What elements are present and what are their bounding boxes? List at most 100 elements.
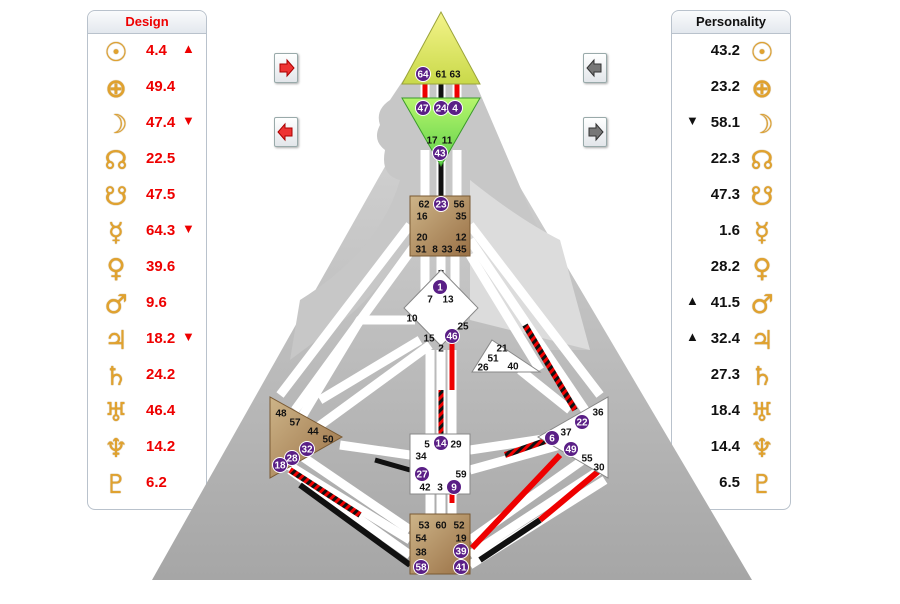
design-row-north-node: ☊22.5 [88,143,206,179]
personality-row-mars: ♂41.5▲ [672,287,790,323]
gate-number: 62 [418,200,430,211]
gate-number: 39 [455,547,467,558]
design-next-button[interactable] [274,53,298,83]
earth-icon: ⊕ [751,74,773,104]
gate-7: 7 [427,295,433,306]
personality-row-sun: ☉43.2 [672,35,790,71]
gate-number: 29 [450,440,462,451]
gate-36: 36 [592,408,604,419]
personality-row-pluto: ♇6.5 [672,467,790,503]
gate-60: 60 [435,521,447,532]
arrow-down-icon: ▼ [182,113,195,128]
personality-row-moon: ☽58.1▼ [672,107,790,143]
gate-55: 55 [581,454,593,465]
gate-number: 33 [441,245,453,256]
mars-icon: ♂ [750,290,774,320]
gate-number: 25 [457,322,469,333]
gate-number: 56 [453,200,465,211]
design-row-saturn: ♄24.2 [88,359,206,395]
gate-57: 57 [289,418,301,429]
gate-18: 18 [272,457,288,473]
design-gate-value: 6.2 [146,474,167,491]
gate-number: 20 [416,233,428,244]
gate-24: 24 [433,100,449,116]
gate-52: 52 [453,521,465,532]
solar-plexus-center [537,396,609,479]
g-center [403,269,479,347]
gate-number: 17 [426,136,438,147]
gate-4: 4 [447,100,463,116]
design-row-earth: ⊕49.4 [88,71,206,107]
gate-15: 15 [423,334,435,345]
gate-number: 18 [274,461,286,472]
neptune-icon: ♆ [104,434,128,464]
personality-prev-button[interactable] [583,53,607,83]
gate-number: 41 [455,563,467,574]
gate-number: 4 [452,104,458,115]
personality-gate-value: 58.1 [710,114,740,131]
personality-gate-value: 28.2 [710,258,740,275]
gate-number: 45 [455,245,467,256]
personality-gate-value: 27.3 [710,366,740,383]
gate-number: 53 [418,521,430,532]
arrow-right-icon [279,58,295,78]
gate-number: 38 [415,548,427,559]
gate-number: 35 [455,212,467,223]
design-gate-value: 4.4 [146,42,167,59]
gate-number: 30 [593,463,605,474]
gate-45: 45 [455,245,467,256]
gate-21: 21 [496,344,508,355]
gate-number: 13 [442,295,454,306]
gate-13: 13 [442,295,454,306]
gate-1: 1 [432,279,448,295]
gate-number: 63 [449,70,461,81]
design-gate-value: 22.5 [146,150,176,167]
gate-6: 6 [544,430,560,446]
gate-63: 63 [449,70,461,81]
personality-row-south-node: ☋ 47.3 [672,179,790,215]
jupiter-icon: ♃ [104,326,128,356]
gate-62: 62 [418,200,430,211]
north-node-icon: ☊ [750,146,774,176]
south-node-icon: ☋ [750,182,774,212]
gate-17: 17 [426,136,438,147]
uranus-icon: ♅ [750,398,774,428]
mercury-icon: ☿ [108,218,124,248]
design-prev-button[interactable] [274,117,298,147]
gate-46: 46 [444,328,460,344]
gate-41: 41 [453,559,469,575]
personality-gate-value: 47.3 [710,186,740,203]
gate-16: 16 [416,212,428,223]
personality-gate-value: 18.4 [710,402,740,419]
design-row-moon: ☽47.4▼ [88,107,206,143]
gate-31: 31 [415,245,427,256]
gate-number: 11 [442,136,453,147]
gate-47: 47 [415,100,431,116]
arrow-down-icon: ▼ [182,221,195,236]
gate-number: 44 [307,427,319,438]
moon-icon: ☽ [750,110,774,140]
personality-row-earth: ⊕23.2 [672,71,790,107]
design-row-mercury: ☿64.3▼ [88,215,206,251]
design-row-sun: ☉4.4▲ [88,35,206,71]
design-row-venus: ♀39.6 [88,251,206,287]
design-row-jupiter: ♃18.2▼ [88,323,206,359]
gate-34: 34 [415,452,427,463]
personality-gate-value: 32.4 [710,330,740,347]
design-gate-value: 49.4 [146,78,176,95]
design-row-south-node: ☋47.5 [88,179,206,215]
personality-next-button[interactable] [583,117,607,147]
pluto-icon: ♇ [750,470,774,500]
gate-number: 24 [435,104,447,115]
gate-number: 19 [455,534,467,545]
arrow-up-icon: ▲ [686,329,699,344]
gate-number: 8 [432,245,438,256]
design-gate-value: 39.6 [146,258,176,275]
gate-number: 10 [406,314,418,325]
gate-number: 57 [289,418,301,429]
personality-row-north-node: ☊22.3 [672,143,790,179]
personality-panel-title: Personality [672,11,790,34]
gate-number: 48 [275,409,287,420]
